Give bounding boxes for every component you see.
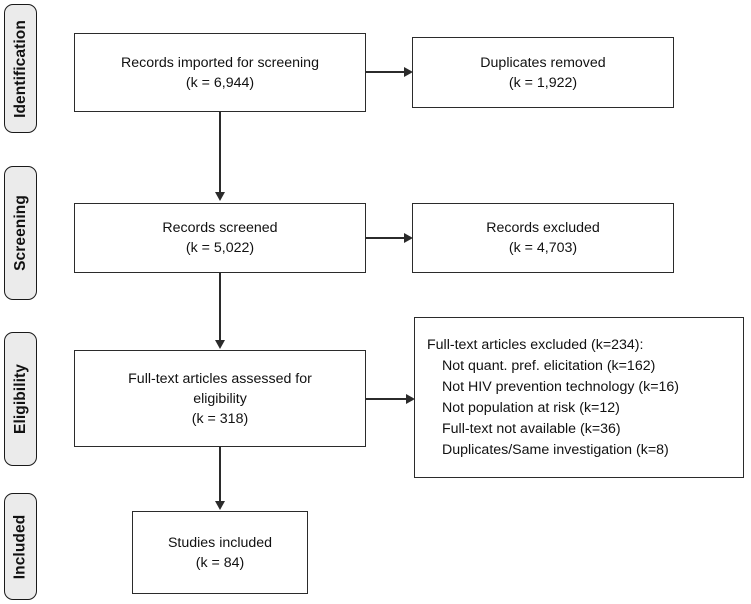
box-fulltext-excluded: Full-text articles excluded (k=234): Not… <box>414 317 744 478</box>
connector-screened-to-assessed <box>219 273 221 343</box>
fulltext-excluded-heading: Full-text articles excluded (k=234): <box>427 336 644 353</box>
box-studies-included-text: Studies included (k = 84) <box>167 534 273 571</box>
connector-assessed-to-included <box>219 447 221 503</box>
fulltext-excluded-reason-4: Full-text not available (k=36) <box>442 420 621 437</box>
arrowhead-screened-to-excluded <box>404 232 413 243</box>
fulltext-excluded-reason-3: Not population at risk (k=12) <box>442 399 620 416</box>
box-records-screened: Records screened (k = 5,022) <box>74 203 366 273</box>
box-records-excluded-text: Records excluded (k = 4,703) <box>486 220 600 256</box>
arrowhead-assessed-to-included <box>214 501 225 510</box>
box-fulltext-assessed: Full-text articles assessed for eligibil… <box>74 350 366 447</box>
stage-pill-included: Included <box>4 493 37 600</box>
connector-imported-to-screened <box>219 112 221 194</box>
box-duplicates-removed-text: Duplicates removed (k = 1,922) <box>480 54 606 91</box>
connector-imported-to-duplicates <box>366 71 406 73</box>
box-duplicates-removed: Duplicates removed (k = 1,922) <box>412 37 674 108</box>
arrowhead-assessed-to-fulltext-excluded <box>406 393 415 404</box>
stage-label-screening: Screening <box>11 195 29 271</box>
arrowhead-screened-to-assessed <box>214 340 225 349</box>
stage-pill-identification: Identification <box>4 4 37 133</box>
connector-screened-to-excluded <box>366 237 406 239</box>
box-records-imported-text: Records imported for screening (k = 6,94… <box>121 54 319 91</box>
box-records-screened-text: Records screened (k = 5,022) <box>162 220 278 256</box>
box-records-excluded: Records excluded (k = 4,703) <box>412 203 674 273</box>
box-fulltext-assessed-text: Full-text articles assessed for eligibil… <box>128 370 312 427</box>
arrowhead-imported-to-duplicates <box>404 66 413 77</box>
arrowhead-imported-to-screened <box>214 192 225 201</box>
box-records-imported: Records imported for screening (k = 6,94… <box>74 33 366 112</box>
fulltext-excluded-reason-5: Duplicates/Same investigation (k=8) <box>442 441 669 458</box>
stage-label-eligibility: Eligibility <box>11 364 29 434</box>
fulltext-excluded-reason-1: Not quant. pref. elicitation (k=162) <box>442 357 656 374</box>
connector-assessed-to-fulltext-excluded <box>366 398 408 400</box>
stage-pill-eligibility: Eligibility <box>4 332 37 466</box>
box-studies-included: Studies included (k = 84) <box>132 511 308 594</box>
fulltext-excluded-list: Full-text articles excluded (k=234): Not… <box>415 335 743 461</box>
stage-pill-screening: Screening <box>4 166 37 300</box>
stage-label-included: Included <box>11 514 29 579</box>
fulltext-excluded-reason-2: Not HIV prevention technology (k=16) <box>442 378 679 395</box>
stage-label-identification: Identification <box>11 19 29 118</box>
